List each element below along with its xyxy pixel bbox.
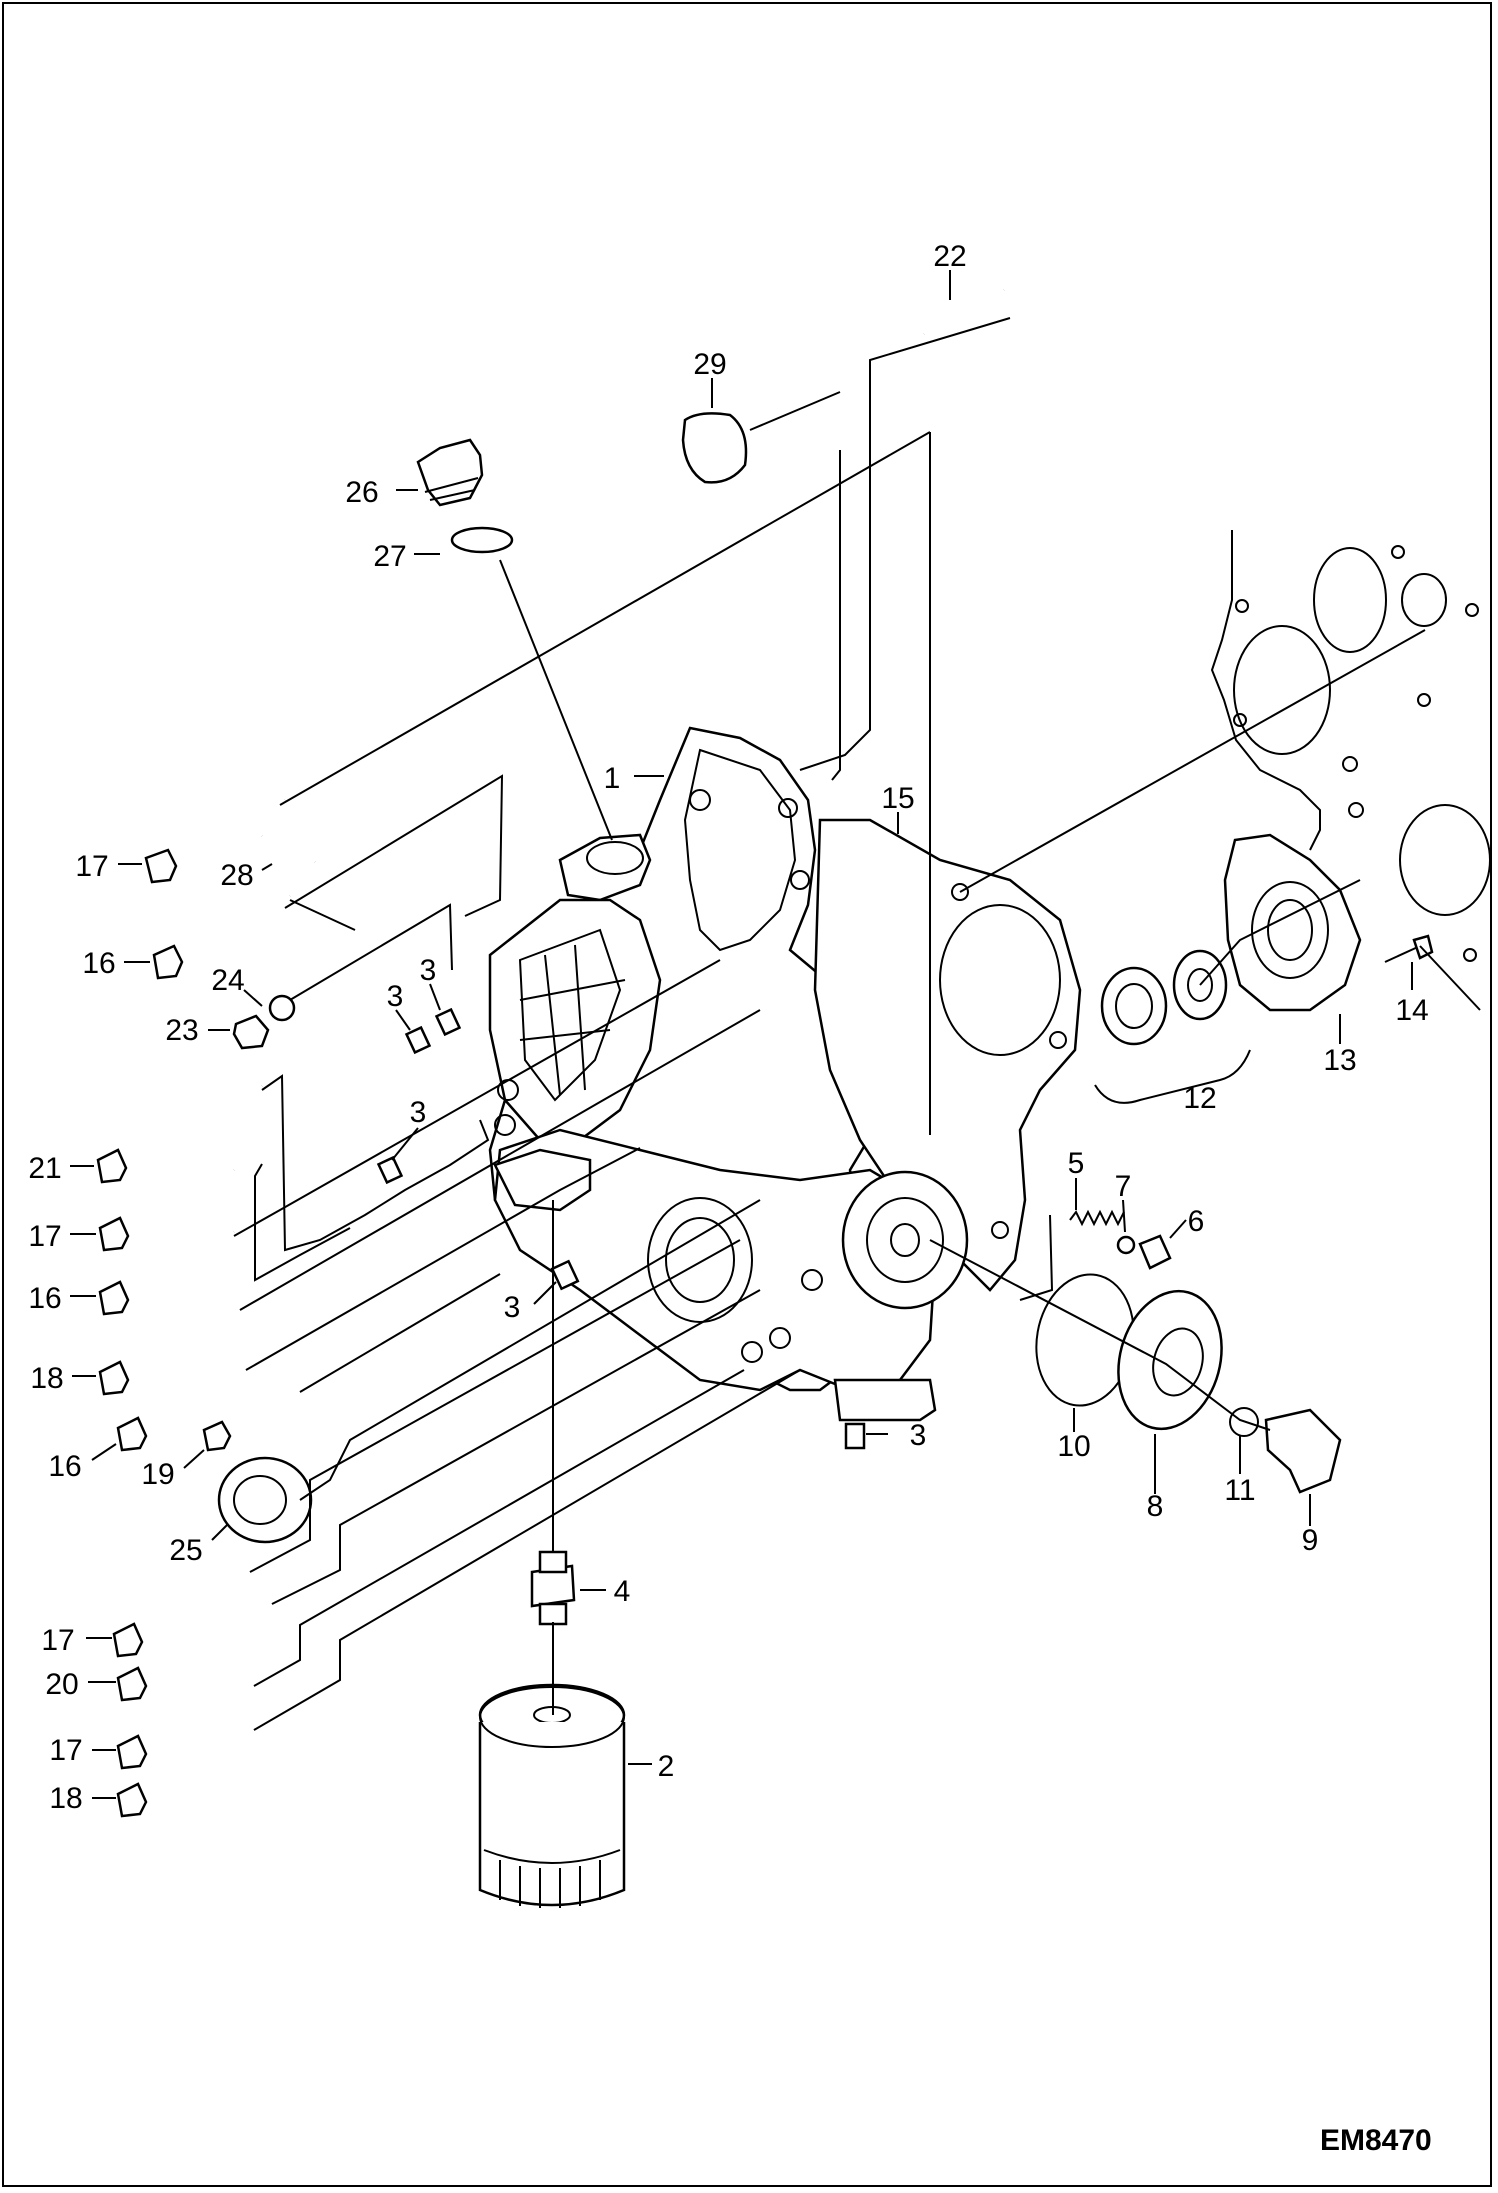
callout-c13: 13 (1323, 1044, 1356, 1077)
callout-c4: 4 (614, 1575, 631, 1608)
cap-plug (681, 412, 748, 484)
oil-pump-cover (488, 898, 662, 1142)
filter-mount-boss (493, 1148, 592, 1212)
callout-c2: 2 (658, 1750, 675, 1783)
oil-pump-housing (1223, 833, 1362, 1012)
filter-cap-parts (1035, 1273, 1342, 1494)
callout-c17a: 17 (75, 850, 108, 883)
callout-c18a: 18 (30, 1362, 63, 1395)
callout-c1: 1 (604, 762, 621, 795)
callout-c16c: 16 (48, 1450, 81, 1483)
callout-c3e: 3 (910, 1419, 927, 1452)
figure-code: EM8470 (1320, 2124, 1432, 2157)
set-screws (376, 1007, 866, 1450)
callout-c11: 11 (1224, 1474, 1255, 1507)
rear-plate-gasket (1210, 530, 1491, 962)
callout-c3a: 3 (420, 954, 437, 987)
oil-filler-cap (416, 438, 484, 507)
oil-filter (478, 1683, 626, 1908)
callout-c21: 21 (28, 1152, 61, 1185)
callout-ticks (70, 270, 1413, 1799)
callout-c20: 20 (45, 1668, 78, 1701)
callout-c16b: 16 (28, 1282, 61, 1315)
front-cover (493, 1079, 969, 1422)
callout-c17b: 17 (28, 1220, 61, 1253)
callout-c10: 10 (1057, 1430, 1090, 1463)
gear-case-gasket (813, 818, 1082, 1292)
callout-c6: 6 (1188, 1205, 1205, 1238)
callout-c28: 28 (220, 859, 253, 892)
leader-lines (233, 317, 1481, 1731)
callout-c16a: 16 (82, 947, 115, 980)
callout-c12: 12 (1183, 1082, 1216, 1115)
callout-c25: 25 (169, 1534, 202, 1567)
callout-c7: 7 (1115, 1170, 1132, 1203)
callout-c9: 9 (1302, 1524, 1319, 1557)
callout-c3b: 3 (387, 980, 404, 1013)
callout-c3d: 3 (504, 1291, 521, 1324)
callout-c24: 24 (211, 964, 244, 997)
callout-c29: 29 (693, 348, 726, 381)
callout-c15: 15 (881, 782, 914, 815)
callout-c3c: 3 (410, 1096, 427, 1129)
callout-c17c: 17 (41, 1624, 74, 1657)
bolt-14 (1384, 934, 1434, 963)
callout-c17d: 17 (49, 1734, 82, 1767)
callout-c23: 23 (165, 1014, 198, 1047)
oil-pump-rotor-set (1094, 949, 1251, 1104)
bolts-left (96, 797, 317, 1818)
filler-cap-o-ring (450, 526, 514, 554)
callout-c8: 8 (1147, 1490, 1164, 1523)
callout-c19: 19 (141, 1458, 174, 1491)
filter-fitting (530, 1550, 576, 1626)
callout-c22: 22 (933, 240, 966, 273)
callout-c5: 5 (1068, 1147, 1085, 1180)
callout-c27: 27 (373, 540, 406, 573)
stud-22 (922, 287, 1006, 337)
callout-c14: 14 (1395, 994, 1428, 1027)
callout-c26: 26 (345, 476, 378, 509)
relief-valve-parts (1069, 1209, 1172, 1270)
callout-c18b: 18 (49, 1782, 82, 1815)
